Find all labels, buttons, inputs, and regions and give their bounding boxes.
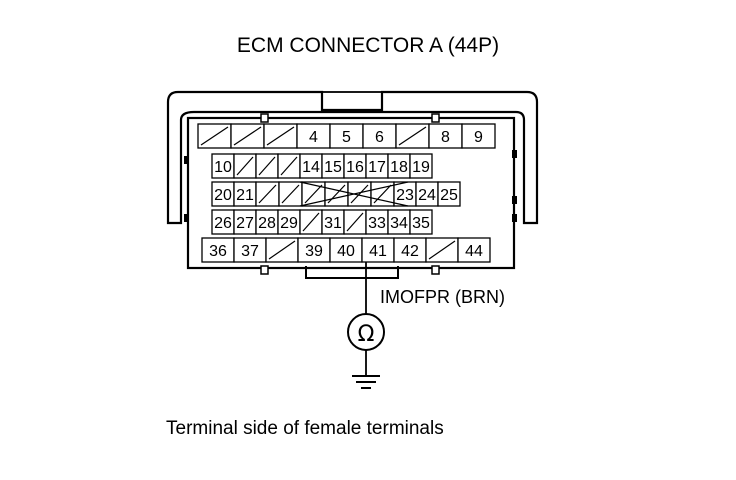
terminal-number: 23	[396, 187, 414, 204]
terminal-number: 6	[375, 129, 384, 146]
terminal-cell	[461, 123, 496, 149]
diagram-title: ECM CONNECTOR A (44P)	[236, 34, 500, 57]
terminal-number: 21	[236, 187, 254, 204]
terminal-number: 31	[324, 215, 342, 232]
terminal-number: 37	[241, 243, 259, 260]
wire-label: IMOFPR (BRN)	[380, 287, 505, 307]
terminal-cell	[297, 237, 331, 263]
terminal-number: 10	[214, 159, 232, 176]
terminal-cell	[457, 237, 491, 263]
terminal-number: 36	[209, 243, 227, 260]
unused-terminal-mark	[258, 184, 277, 204]
unused-terminal-mark	[346, 212, 364, 232]
terminal-cell	[409, 209, 433, 235]
unused-terminal-mark	[350, 184, 369, 204]
unused-terminal-mark	[327, 184, 346, 204]
top-lock-tab	[321, 91, 383, 111]
cavity-cross-mark	[299, 181, 409, 207]
ohm-symbol: Ω	[358, 322, 375, 347]
terminal-number: 9	[474, 129, 483, 146]
terminal-number: 16	[346, 159, 364, 176]
terminal-number: 42	[401, 243, 419, 260]
unused-terminal-mark	[258, 156, 276, 176]
view-caption: Terminal side of female terminals	[166, 418, 444, 439]
terminal-number: 20	[214, 187, 232, 204]
unused-terminal-mark	[233, 126, 262, 146]
connector-housing	[186, 116, 516, 270]
unused-terminal-mark	[266, 126, 295, 146]
bottom-key	[305, 266, 399, 279]
terminal-number: 18	[390, 159, 408, 176]
terminal-number: 24	[418, 187, 436, 204]
terminal-cell	[361, 237, 395, 263]
unused-terminal-mark	[280, 156, 298, 176]
unused-terminal-mark	[398, 126, 427, 146]
terminal-number: 17	[368, 159, 386, 176]
ground-icon	[352, 375, 380, 389]
unused-terminal-mark	[304, 184, 323, 204]
terminal-number: 39	[305, 243, 323, 260]
connector-shell	[166, 90, 539, 225]
unused-terminal-mark	[268, 240, 296, 260]
terminal-number: 4	[309, 129, 318, 146]
terminal-number: 44	[465, 243, 483, 260]
unused-terminal-mark	[428, 240, 456, 260]
terminal-number: 28	[258, 215, 276, 232]
terminal-number: 15	[324, 159, 342, 176]
terminal-number: 19	[412, 159, 430, 176]
terminal-number: 25	[440, 187, 458, 204]
unused-terminal-mark	[200, 126, 229, 146]
terminal-number: 14	[302, 159, 320, 176]
unused-terminal-mark	[373, 184, 392, 204]
terminal-number: 26	[214, 215, 232, 232]
terminal-cell	[201, 237, 235, 263]
terminal-number: 34	[390, 215, 408, 232]
terminal-cell	[393, 237, 427, 263]
terminal-number: 27	[236, 215, 254, 232]
unused-terminal-mark	[302, 212, 320, 232]
terminal-number: 40	[337, 243, 355, 260]
terminal-number: 35	[412, 215, 430, 232]
unused-terminal-mark	[281, 184, 300, 204]
terminal-number: 29	[280, 215, 298, 232]
terminal-cell	[437, 181, 461, 207]
terminal-cell	[409, 153, 433, 179]
terminal-number: 33	[368, 215, 386, 232]
terminal-number: 41	[369, 243, 387, 260]
terminal-number: 5	[342, 129, 351, 146]
terminal-cell	[362, 123, 397, 149]
terminal-number: 8	[441, 129, 450, 146]
unused-terminal-mark	[236, 156, 254, 176]
